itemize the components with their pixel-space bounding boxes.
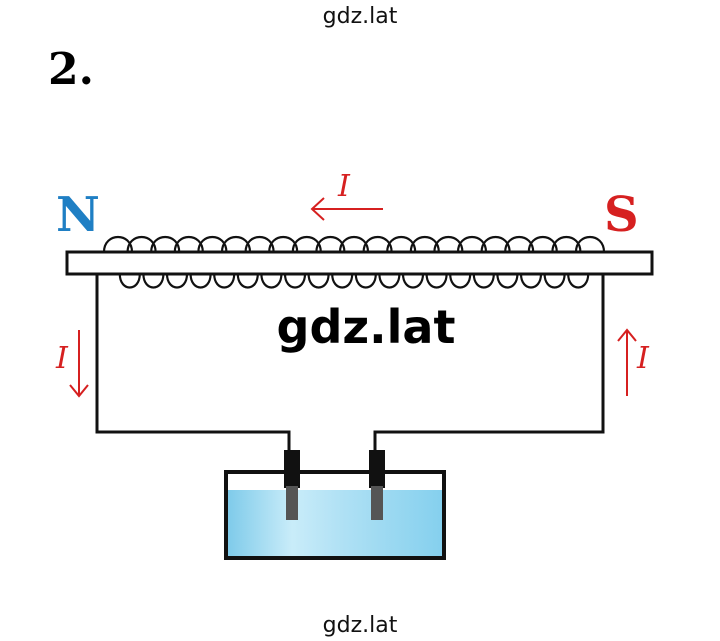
right-current-label: I bbox=[636, 341, 650, 376]
coil-upper-loop bbox=[126, 236, 157, 253]
top-current-label: I bbox=[337, 169, 351, 204]
iron-core bbox=[65, 250, 654, 276]
left-current-arrow bbox=[69, 330, 89, 398]
right-wire bbox=[373, 275, 605, 465]
coil-upper-loop bbox=[244, 236, 275, 253]
coil-upper-loops bbox=[102, 236, 606, 253]
electrolyte-liquid bbox=[228, 490, 442, 556]
coil-lower-loop bbox=[118, 273, 141, 289]
north-pole-label: N bbox=[56, 187, 100, 243]
coil-upper-loop bbox=[574, 236, 606, 253]
coil-lower-loop bbox=[354, 273, 377, 289]
coil-upper-loop bbox=[456, 236, 488, 253]
coil-lower-loop bbox=[165, 273, 189, 289]
right-electrode bbox=[369, 450, 385, 520]
coil-lower-loop bbox=[213, 273, 236, 289]
coil-upper-loop bbox=[315, 236, 346, 253]
coil-upper-loop bbox=[220, 236, 252, 253]
coil-upper-loop bbox=[291, 236, 322, 253]
coil-lower-loop bbox=[307, 273, 330, 289]
coil-lower-loop bbox=[449, 273, 472, 289]
problem-number: 2. bbox=[48, 44, 94, 95]
coil-lower-loop bbox=[331, 273, 354, 289]
coil-lower-loop bbox=[260, 273, 283, 289]
coil-upper-loop bbox=[504, 236, 535, 253]
watermark-center: gdz.lat bbox=[277, 300, 456, 354]
coil-upper-loop bbox=[150, 236, 181, 253]
watermark-top: gdz.lat bbox=[322, 4, 398, 29]
coil-upper-loop bbox=[409, 236, 440, 253]
coil-upper-loop bbox=[197, 236, 228, 253]
electrolyte-vessel bbox=[224, 470, 446, 560]
coil-upper-loop bbox=[386, 236, 417, 253]
watermark-bottom: gdz.lat bbox=[322, 613, 398, 638]
coil-lower-loop bbox=[283, 273, 307, 289]
coil-upper-loop bbox=[173, 236, 204, 253]
south-pole-label: S bbox=[604, 187, 639, 243]
coil-lower-loop bbox=[425, 273, 448, 289]
coil-upper-loop bbox=[362, 236, 393, 253]
coil-upper-loop bbox=[338, 236, 370, 253]
coil-lower-loop bbox=[496, 273, 519, 289]
coil-lower-loop bbox=[378, 273, 401, 289]
coil-upper-loop bbox=[433, 236, 464, 253]
coil-upper-loop bbox=[102, 236, 134, 253]
coil-lower-loop bbox=[472, 273, 495, 289]
top-current-arrow bbox=[310, 197, 383, 221]
coil-upper-loop bbox=[527, 236, 558, 253]
right-current-arrow bbox=[617, 328, 637, 396]
left-wire bbox=[95, 275, 291, 465]
coil-lower-loop bbox=[401, 273, 425, 289]
left-electrode bbox=[284, 450, 300, 520]
coil-upper-loop bbox=[268, 236, 299, 253]
coil-lower-loop bbox=[519, 273, 543, 289]
coil-upper-loop bbox=[480, 236, 511, 253]
coil-lower-loop bbox=[236, 273, 259, 289]
coil-upper-loop bbox=[551, 236, 582, 253]
coil-lower-loop bbox=[189, 273, 212, 289]
left-current-label: I bbox=[55, 341, 69, 376]
coil-lower-loop bbox=[567, 273, 590, 289]
coil-lower-loop bbox=[142, 273, 165, 289]
coil-lower-loop bbox=[543, 273, 566, 289]
coil-lower-loops bbox=[118, 273, 590, 289]
